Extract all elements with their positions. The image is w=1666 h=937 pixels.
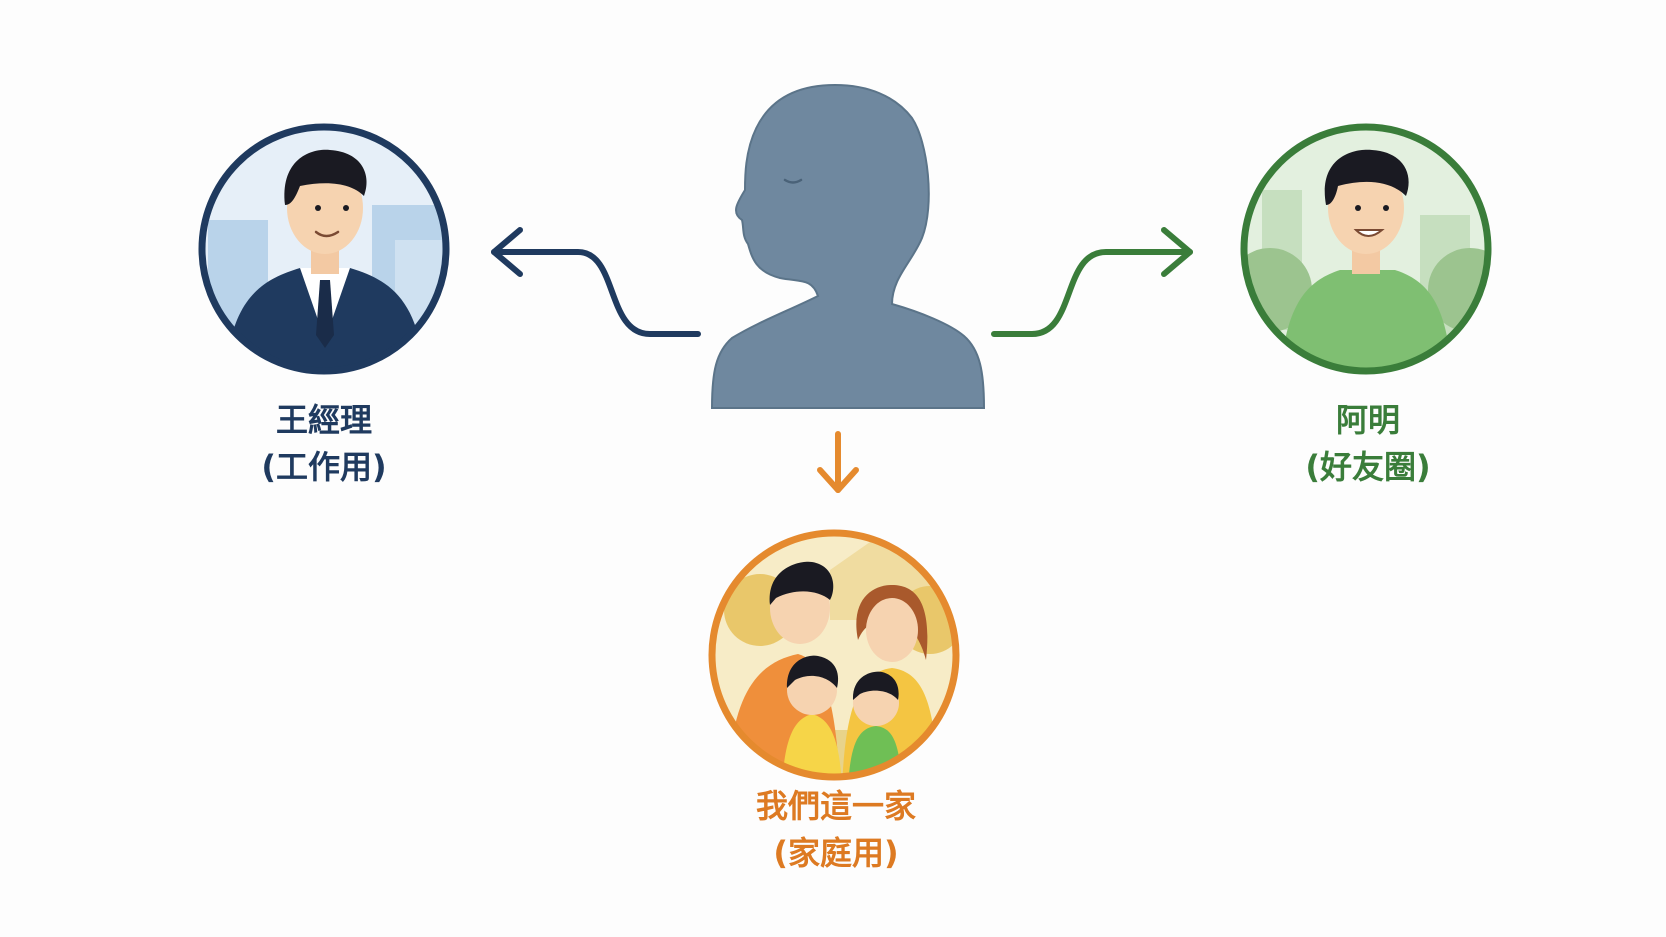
arrow-to-work — [491, 227, 701, 337]
family-avatar-icon — [708, 529, 960, 781]
arrow-to-family — [817, 431, 859, 493]
arrow-to-friends — [991, 227, 1193, 337]
person-silhouette-icon — [710, 83, 986, 409]
identity-label-friends: 阿明 (好友圈) — [1218, 397, 1518, 491]
identity-context-work: (工作用) — [261, 448, 387, 486]
businessman-avatar-icon — [198, 123, 450, 375]
identity-label-family: 我們這一家 (家庭用) — [686, 783, 986, 877]
identity-context-friends: (好友圈) — [1305, 448, 1431, 486]
identity-name-work: 王經理 — [275, 401, 372, 439]
casual-man-avatar-icon — [1240, 123, 1492, 375]
identity-label-work: 王經理 (工作用) — [174, 397, 474, 491]
identity-name-friends: 阿明 — [1335, 401, 1400, 439]
identity-context-family: (家庭用) — [773, 834, 899, 872]
identity-name-family: 我們這一家 — [755, 787, 916, 825]
